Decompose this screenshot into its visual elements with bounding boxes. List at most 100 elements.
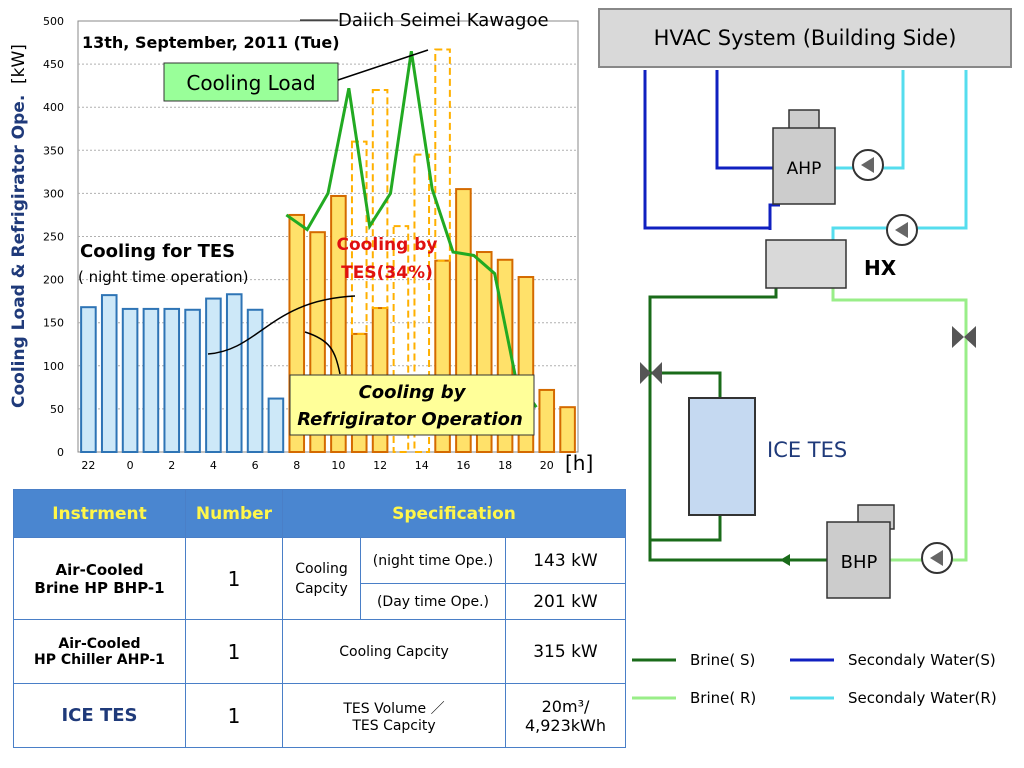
- bar: [163, 307, 181, 453]
- hvac-system-box: HVAC System (Building Side): [598, 8, 1012, 68]
- site-label: Daiich Seimei Kawagoe: [338, 10, 549, 31]
- header-specification: Specification: [282, 489, 626, 538]
- y-tick-label: 350: [43, 144, 64, 157]
- ahp-unit: [772, 127, 836, 205]
- x-tick-label: 22: [81, 459, 95, 472]
- bhp-name-line1: Air-Cooled: [55, 560, 144, 579]
- pump-icon: [852, 149, 884, 181]
- bar: [267, 397, 285, 453]
- bar: [538, 388, 556, 454]
- x-tick-label: 2: [168, 459, 175, 472]
- pump-icon: [921, 542, 953, 574]
- secondary-hx-to-ahp: [768, 203, 780, 230]
- bar: [100, 294, 118, 453]
- ahp-top: [788, 109, 820, 131]
- refrig-arrow: [304, 331, 341, 375]
- y-axis-label: Cooling Load & Refrigirator Ope.: [9, 95, 29, 408]
- hx-label: HX: [864, 256, 897, 280]
- header-number: Number: [185, 489, 283, 538]
- bar: [121, 307, 139, 453]
- refrig-op-label: Cooling by: [359, 382, 467, 403]
- legend-secondary-s: Secondaly Water(S): [848, 651, 996, 669]
- bar: [413, 153, 431, 454]
- bar: [142, 307, 160, 453]
- x-tick-label: 8: [293, 459, 300, 472]
- tes-spec-label-line2: TES Capcity: [352, 717, 436, 734]
- bar: [246, 308, 264, 453]
- night-operation-label: ( night time operation): [78, 268, 249, 286]
- ahp-value: 315 kW: [505, 619, 626, 684]
- y-tick-label: 250: [43, 231, 64, 244]
- brine-supply-tes: [650, 371, 722, 398]
- equipment-spec-table: Instrment Number Specification Air-Coole…: [13, 489, 626, 748]
- bhp-day-value: 201 kW: [505, 583, 626, 620]
- cooling-load-callout-text: Cooling Load: [186, 71, 315, 95]
- bar: [350, 140, 368, 335]
- valve-icon: [640, 362, 662, 384]
- ahp-number: 1: [185, 619, 283, 684]
- y-tick-label: 50: [50, 403, 64, 416]
- ahp-spec-label: Cooling Capcity: [282, 619, 506, 684]
- bhp-label: BHP: [841, 552, 878, 573]
- refrig-op-label: Refrigirator Operation: [297, 409, 523, 430]
- bhp-spec-label: Cooling Capcity: [282, 537, 361, 620]
- legend-brine-s: Brine( S): [690, 651, 756, 669]
- legend-secondary-r: Secondaly Water(R): [848, 689, 997, 707]
- tes-value-line2: 4,923kWh: [524, 715, 607, 735]
- ahp-name-line2: HP Chiller AHP-1: [34, 651, 165, 668]
- bhp-day-label: (Day time Ope.): [360, 583, 506, 620]
- bar: [205, 297, 222, 453]
- y-tick-label: 0: [57, 446, 64, 459]
- y-tick-label: 300: [43, 187, 64, 200]
- y-tick-label: 200: [43, 274, 64, 287]
- callout-arrow: [337, 49, 429, 81]
- x-tick-label: 20: [540, 459, 554, 472]
- tes-share-label: Cooling by: [337, 235, 438, 255]
- secondary-supply-pipe: [643, 70, 770, 230]
- bar: [80, 306, 97, 453]
- cooling-load-line: [285, 50, 538, 409]
- header-instrument: Instrment: [13, 489, 186, 538]
- tes-name: ICE TES: [13, 683, 186, 748]
- x-tick-label: 12: [373, 459, 387, 472]
- x-tick-label: 0: [127, 459, 134, 472]
- brine-return-main: [831, 270, 968, 562]
- ahp-name-cell: Air-Cooled HP Chiller AHP-1: [13, 619, 186, 684]
- y-tick-label: 100: [43, 360, 64, 373]
- ice-tes-label: ICE TES: [767, 438, 847, 462]
- bar: [184, 308, 201, 453]
- bar: [434, 48, 451, 262]
- tes-value-cell: 20m³/ 4,923kWh: [505, 683, 626, 748]
- bar: [392, 225, 410, 453]
- x-tick-label: 6: [252, 459, 259, 472]
- chart-title: 13th, September, 2011 (Tue): [82, 33, 340, 52]
- y-tick-label: 150: [43, 317, 64, 330]
- bhp-name-line2: Brine HP BHP-1: [34, 578, 165, 597]
- refrig-op-box: [289, 374, 535, 436]
- x-tick-label: 18: [498, 459, 512, 472]
- y-axis-unit: [kW]: [9, 44, 29, 84]
- pump-icon: [886, 214, 918, 246]
- flow-arrow-icon: [780, 554, 790, 566]
- bhp-unit: [826, 521, 891, 599]
- bar: [559, 406, 576, 453]
- ahp-name-line1: Air-Cooled: [58, 635, 141, 652]
- valve-icon: [952, 326, 976, 348]
- bhp-night-value: 143 kW: [505, 537, 626, 584]
- secondary-supply-pipe-ahp: [715, 70, 775, 170]
- cooling-tes-label: Cooling for TES: [80, 241, 235, 262]
- cooling-load-callout-box: [163, 62, 339, 102]
- y-tick-label: 450: [43, 58, 64, 71]
- tes-share-label: TES(34%): [341, 263, 433, 283]
- tes-arrow: [207, 295, 356, 355]
- x-tick-label: 4: [210, 459, 217, 472]
- y-tick-label: 500: [43, 15, 64, 28]
- tes-spec-label-line1: TES Volume ／: [343, 700, 445, 717]
- bar: [225, 293, 243, 453]
- ice-tes-tank: [688, 397, 756, 516]
- brine-supply-tes-out: [650, 515, 722, 542]
- hx-unit: [765, 239, 847, 289]
- tes-value-line1: 20m³/: [541, 696, 590, 716]
